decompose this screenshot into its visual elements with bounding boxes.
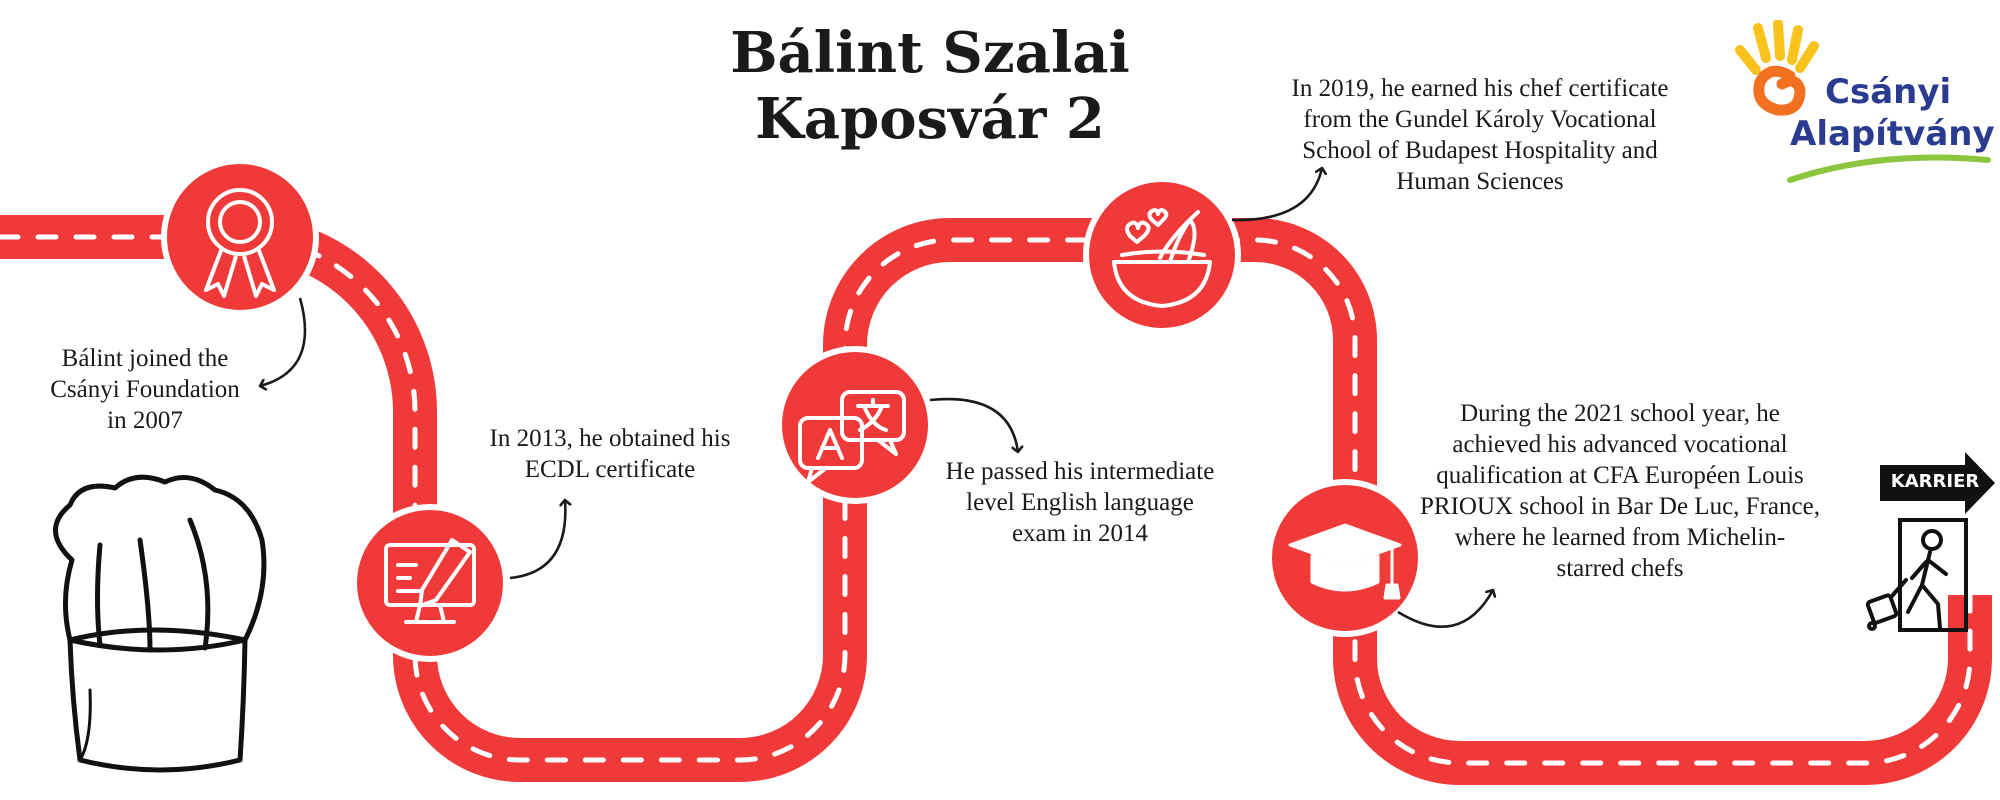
award-ribbon-icon <box>204 188 276 298</box>
note-line: In 2013, he obtained his <box>489 425 731 452</box>
arrow-2 <box>509 500 565 580</box>
milestone-note-4: In 2019, he earned his chef certificate … <box>1255 73 1705 197</box>
graduation-cap-icon <box>1288 523 1402 600</box>
note-line: Csányi Foundation <box>50 376 240 403</box>
note-line: School of Budapest Hospitality and <box>1302 137 1658 164</box>
note-line: in 2007 <box>107 407 183 434</box>
note-line: He passed his intermediate <box>945 458 1215 485</box>
note-line: Bálint joined the <box>61 345 229 372</box>
arrow-1 <box>260 297 307 386</box>
milestone-bowl <box>1083 176 1241 334</box>
walking-person-luggage-icon <box>1865 529 1948 631</box>
note-line: where he learned from Michelin- <box>1454 524 1786 551</box>
logo-line1: Csányi <box>1825 72 1952 112</box>
exit-label: KARRIER <box>1890 471 1980 492</box>
note-line: level English language <box>966 489 1194 516</box>
mixing-bowl-whisk-icon <box>1112 208 1212 308</box>
chef-hat-illustration <box>53 474 267 773</box>
note-line: ECDL certificate <box>524 456 696 483</box>
milestone-note-5: During the 2021 school year, he achieved… <box>1405 398 1835 584</box>
note-line: achieved his advanced vocational <box>1452 431 1788 458</box>
exit-sign <box>1865 452 1995 632</box>
note-line: Human Sciences <box>1396 168 1564 195</box>
logo-line2: Alapítvány <box>1790 114 1995 154</box>
note-line: PRIOUX school in Bar De Luc, France, <box>1420 493 1820 520</box>
note-line: In 2019, he earned his chef certificate <box>1291 75 1669 102</box>
milestone-graduation <box>1266 479 1424 637</box>
milestone-note-3: He passed his intermediate level English… <box>915 456 1245 549</box>
note-line: exam in 2014 <box>1011 520 1149 547</box>
title-name: Bálint Szalai <box>730 20 1130 86</box>
note-line: qualification at CFA Européen Louis <box>1436 462 1804 489</box>
milestone-translate <box>776 346 934 504</box>
milestone-note-2: In 2013, he obtained his ECDL certificat… <box>460 423 760 485</box>
arrow-3 <box>929 397 1018 452</box>
note-line: starred chefs <box>1556 555 1684 582</box>
foundation-logo: Csányi Alapítvány <box>1730 19 1995 190</box>
title-subtitle: Kaposvár 2 <box>755 86 1105 152</box>
milestone-computer <box>351 504 509 662</box>
milestone-note-1: Bálint joined the Csányi Foundation in 2… <box>20 343 270 436</box>
arrow-4 <box>1231 168 1322 222</box>
road-dashes <box>0 234 1973 766</box>
sun-swirl-icon <box>1735 19 1991 183</box>
translate-bubbles-icon <box>798 390 906 484</box>
arrow-5 <box>1397 590 1493 628</box>
computer-pencil-icon <box>384 538 476 624</box>
milestone-award <box>161 158 319 316</box>
note-line: from the Gundel Károly Vocational <box>1303 106 1657 133</box>
page-title: Bálint Szalai Kaposvár 2 <box>650 20 1210 152</box>
note-line: During the 2021 school year, he <box>1460 400 1780 427</box>
